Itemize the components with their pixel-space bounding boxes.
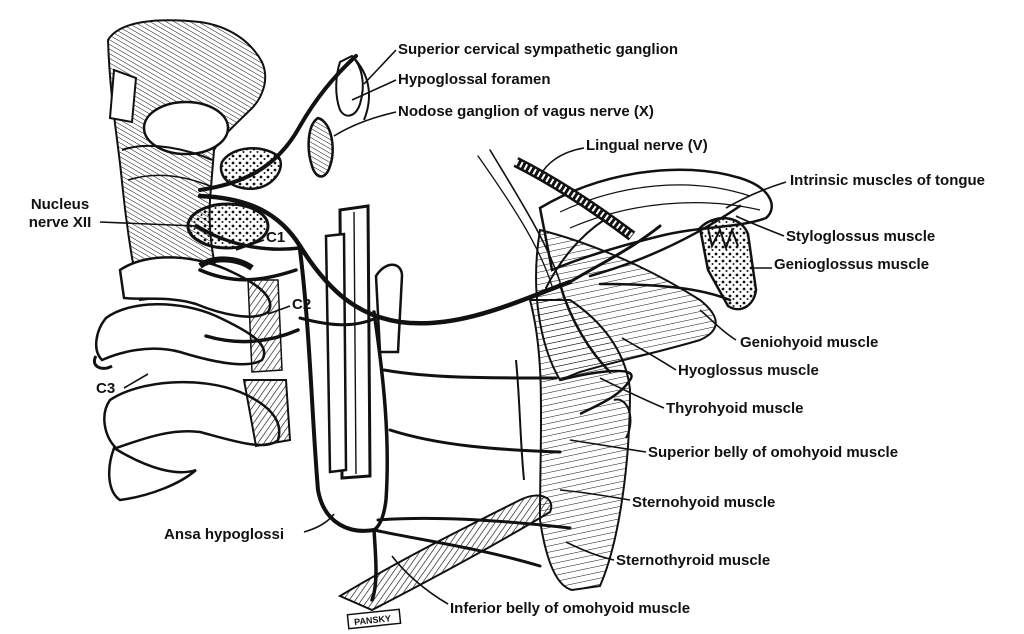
lingual-nerve: [513, 157, 636, 241]
svg-text:PANSKY: PANSKY: [354, 613, 392, 627]
superior-cervical-ganglion: [335, 54, 370, 121]
omohyoid-inferior-belly: [337, 494, 553, 612]
artist-signature: PANSKY: [346, 608, 402, 630]
label-thyrohyoid: Thyrohyoid muscle: [666, 400, 804, 417]
tongue: [538, 168, 773, 272]
hypoglossal-nerve: [194, 54, 742, 602]
label-nucleus-line1: Nucleus: [30, 196, 90, 213]
label-intrinsic-muscles: Intrinsic muscles of tongue: [790, 172, 986, 189]
label-geniohyoid: Geniohyoid muscle: [740, 334, 879, 351]
label-styloglossus: Styloglossus muscle: [786, 228, 936, 245]
cervical-vertebrae: [93, 202, 292, 502]
label-lingual-nerve: Lingual nerve (V): [586, 137, 708, 154]
label-superior-belly-omohyoid: Superior belly of omohyoid muscle: [648, 444, 899, 461]
brainstem: [106, 19, 267, 302]
leader-lines: [99, 49, 787, 605]
label-hypoglossal-foramen: Hypoglossal foramen: [398, 71, 551, 88]
label-c2: C2: [292, 296, 312, 313]
strap-muscles: [515, 299, 632, 592]
neck-vessels: [324, 204, 404, 480]
label-sternohyoid: Sternohyoid muscle: [632, 494, 776, 511]
label-nodose-ganglion: Nodose ganglion of vagus nerve (X): [398, 103, 654, 120]
label-superior-cervical-ganglion: Superior cervical sympathetic ganglion: [398, 41, 679, 58]
nodose-ganglion: [307, 116, 334, 178]
label-nucleus-nerve-xii: Nucleus nerve XII: [20, 196, 100, 232]
label-nucleus-line2: nerve XII: [28, 214, 92, 231]
label-inferior-belly-omohyoid: Inferior belly of omohyoid muscle: [450, 600, 691, 617]
mandible-section: [698, 216, 758, 311]
label-hyoglossus: Hyoglossus muscle: [678, 362, 819, 379]
label-sternothyroid: Sternothyroid muscle: [616, 552, 771, 569]
label-genioglossus: Genioglossus muscle: [774, 256, 930, 273]
label-c1: C1: [266, 229, 286, 246]
label-ansa-hypoglossi: Ansa hypoglossi: [164, 526, 285, 543]
label-c3: C3: [96, 380, 116, 397]
